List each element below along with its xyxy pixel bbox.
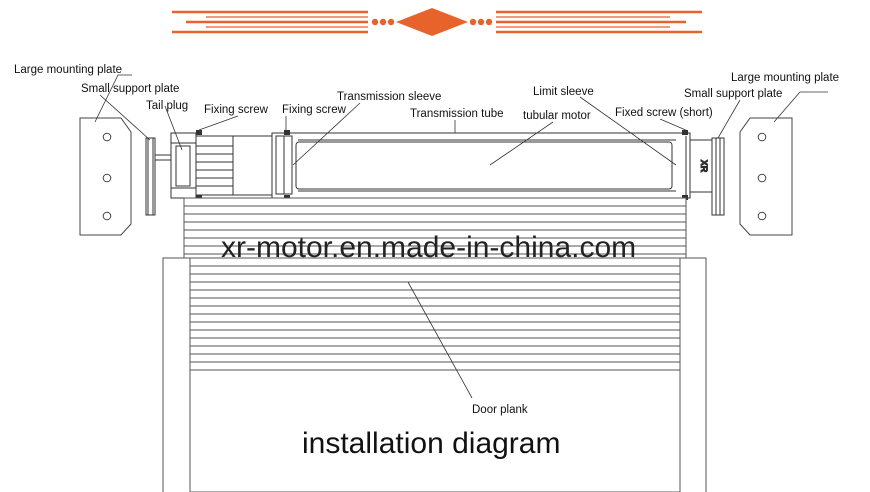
header-ornament (172, 8, 702, 36)
label-door-plank: Door plank (472, 404, 528, 416)
tubular-motor-body (295, 141, 673, 190)
label-small-support-plate-left: Small support plate (81, 83, 179, 95)
left-orange-stripes (172, 10, 368, 34)
door-frame (162, 257, 707, 492)
mount-hole (102, 211, 112, 221)
mount-hole (102, 173, 112, 183)
labels: Large mounting plate Small support plate… (14, 64, 839, 416)
tail-plug (170, 132, 273, 199)
label-transmission-tube: Transmission tube (410, 108, 504, 120)
leader-small-support-plate-right (717, 99, 741, 139)
leader-lines (94, 74, 828, 399)
mount-hole (757, 173, 767, 183)
orange-diamond-divider-icon (371, 8, 493, 36)
mount-hole (757, 211, 767, 221)
watermark: xr-motor.en.made-in-china.com (221, 231, 636, 264)
left-large-mounting-plate (79, 117, 132, 236)
diagram-caption: installation diagram (302, 427, 560, 460)
rolled-door-planks (183, 197, 687, 259)
leader-small-support-plate-left (99, 94, 151, 141)
leader-large-mounting-plate-right (773, 91, 828, 123)
transmission-tube (271, 132, 691, 199)
label-large-mounting-plate-right: Large mounting plate (731, 72, 839, 84)
motor-head: XR (689, 137, 725, 216)
leader-tail-plug (164, 105, 183, 151)
label-small-support-plate-right: Small support plate (684, 88, 782, 100)
label-tubular-motor: tubular motor (523, 110, 591, 122)
svg-text:XR: XR (699, 160, 709, 173)
mount-hole (102, 132, 112, 142)
leader-fixing-screw-1 (198, 115, 239, 131)
label-limit-sleeve: Limit sleeve (533, 86, 594, 98)
label-fixing-screw-1: Fixing screw (204, 104, 269, 116)
leader-door-plank (407, 281, 473, 399)
fixed-screw-head (682, 130, 688, 135)
label-transmission-sleeve: Transmission sleeve (337, 91, 441, 103)
left-small-support-plate (145, 137, 172, 216)
right-orange-stripes (496, 10, 702, 34)
leader-transmission-sleeve (292, 102, 361, 166)
fixing-screw-head (284, 130, 290, 135)
mount-hole (757, 132, 767, 142)
label-fixed-screw-short: Fixed screw (short) (615, 107, 713, 119)
right-large-mounting-plate (739, 117, 793, 236)
fixing-screw-head (196, 130, 202, 135)
leader-fixed-screw (659, 118, 689, 132)
leader-tubular-motor (489, 121, 554, 166)
label-fixing-screw-2: Fixing screw (282, 104, 347, 116)
label-large-mounting-plate-left: Large mounting plate (14, 64, 122, 76)
label-tail-plug: Tail plug (146, 100, 188, 112)
leader-limit-sleeve (579, 96, 677, 166)
leader-large-mounting-plate-left (94, 74, 132, 123)
